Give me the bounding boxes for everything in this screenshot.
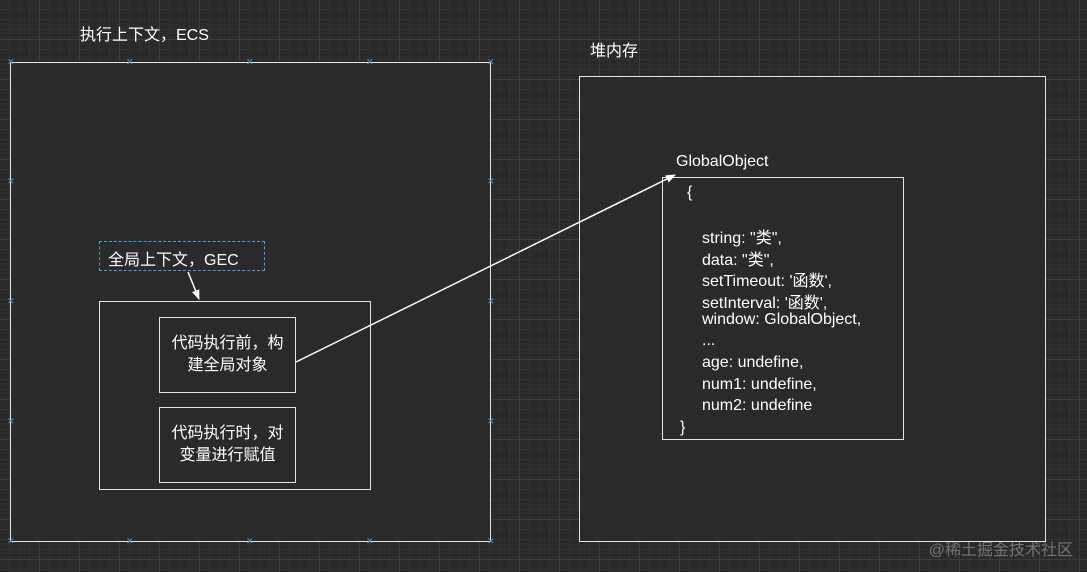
- resize-handle[interactable]: ✕: [366, 536, 374, 546]
- close-brace: }: [680, 419, 686, 436]
- gec-label-box[interactable]: 全局上下文，GEC: [99, 241, 265, 271]
- watermark: @稀土掘金技术社区: [928, 542, 1073, 559]
- resize-handle[interactable]: ✕: [487, 296, 495, 306]
- resize-handle[interactable]: ✕: [7, 57, 15, 67]
- resize-handle[interactable]: ✕: [366, 57, 374, 67]
- property-line: ...: [702, 332, 716, 349]
- resize-handle[interactable]: ✕: [487, 176, 495, 186]
- during-execution-line2: 变量进行赋值: [179, 447, 276, 464]
- ecs-title: 执行上下文，ECS: [80, 27, 209, 44]
- open-brace: {: [687, 184, 693, 201]
- gec-label: 全局上下文，GEC: [108, 252, 239, 269]
- before-execution-box[interactable]: 代码执行前，构 建全局对象: [159, 317, 296, 393]
- resize-handle[interactable]: ✕: [7, 536, 15, 546]
- property-line: string: "类",: [702, 230, 782, 247]
- during-execution-box[interactable]: 代码执行时，对 变量进行赋值: [159, 407, 296, 483]
- resize-handle[interactable]: ✕: [7, 296, 15, 306]
- resize-handle[interactable]: ✕: [487, 416, 495, 426]
- property-line: data: "类",: [702, 252, 774, 269]
- global-object-box[interactable]: [662, 177, 904, 440]
- property-line: num2: undefine: [702, 397, 813, 414]
- during-execution-line1: 代码执行时，对: [171, 425, 284, 442]
- before-execution-line1: 代码执行前，构: [171, 335, 284, 352]
- resize-handle[interactable]: ✕: [246, 57, 254, 67]
- heap-title: 堆内存: [590, 43, 639, 60]
- resize-handle[interactable]: ✕: [487, 57, 495, 67]
- resize-handle[interactable]: ✕: [487, 536, 495, 546]
- resize-handle[interactable]: ✕: [7, 416, 15, 426]
- resize-handle[interactable]: ✕: [126, 57, 134, 67]
- resize-handle[interactable]: ✕: [246, 536, 254, 546]
- global-object-label: GlobalObject: [676, 153, 769, 170]
- property-line: setInterval: '函数',: [702, 295, 828, 312]
- before-execution-line2: 建全局对象: [187, 357, 268, 374]
- property-line: setTimeout: '函数',: [702, 273, 832, 290]
- gec-arrow[interactable]: [187, 271, 200, 300]
- gec-container[interactable]: 代码执行前，构 建全局对象 代码执行时，对 变量进行赋值: [99, 301, 371, 490]
- property-line: window: GlobalObject,: [702, 311, 862, 328]
- global-object-arrow[interactable]: [295, 174, 676, 363]
- resize-handle[interactable]: ✕: [126, 536, 134, 546]
- property-line: num1: undefine,: [702, 376, 817, 393]
- property-line: age: undefine,: [702, 354, 804, 371]
- resize-handle[interactable]: ✕: [7, 176, 15, 186]
